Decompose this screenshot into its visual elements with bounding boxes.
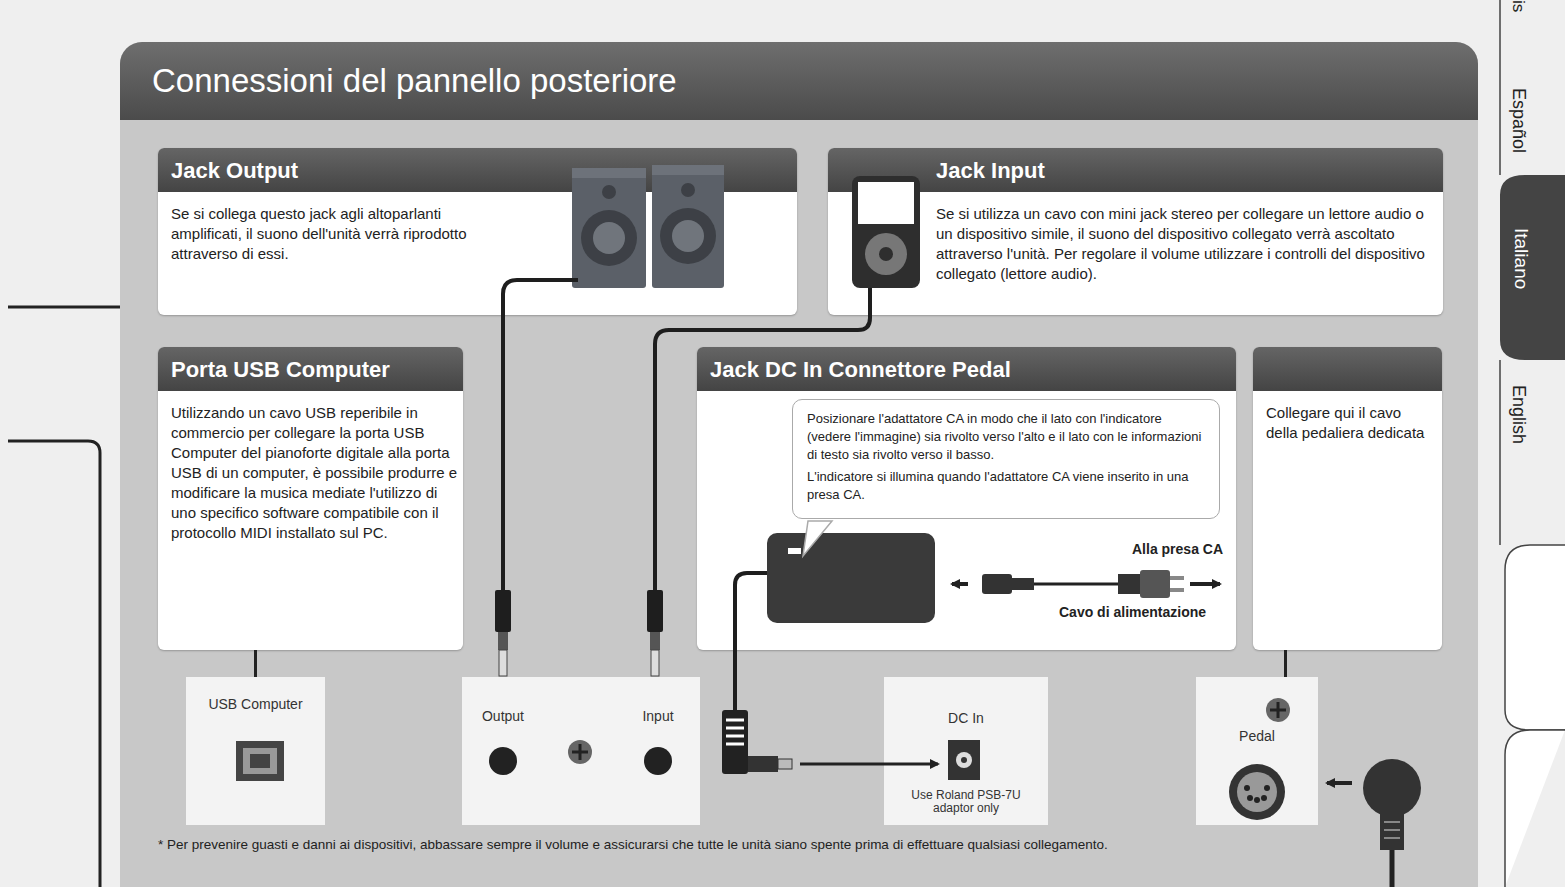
diagram-title: Connessioni del pannello posteriore: [152, 62, 677, 100]
adapter: [722, 533, 980, 780]
info-box: Jack InputSe si utilizza un cavo con min…: [828, 148, 1443, 315]
panel-label: Use Roland PSB-7U adaptor only: [898, 789, 1034, 815]
header-bar: Porta USB Computer: [158, 347, 463, 391]
pedal-connector: [1229, 698, 1421, 887]
panel-label: Pedal: [1196, 729, 1318, 744]
header-bar: Jack DC In Connettore Pedal: [697, 347, 1236, 391]
header-bar: [1253, 347, 1442, 391]
info-box: Porta USB ComputerUtilizzando un cavo US…: [158, 347, 463, 650]
leader-line: [1284, 650, 1287, 677]
callout-text: L'indicatore si illumina quando l'adatta…: [807, 468, 1205, 504]
panel-label: Input: [627, 709, 689, 724]
leader-line: [254, 650, 257, 677]
box-heading: Porta USB Computer: [158, 347, 463, 383]
box-heading: Jack Input: [828, 148, 1443, 184]
callout-text: Posizionare l'adattatore CA in modo che …: [807, 410, 1205, 464]
panel-label: USB Computer: [186, 697, 325, 712]
panel-header: Connessioni del pannello posteriore: [120, 42, 1478, 120]
box-heading: Jack DC In Connettore Pedal: [697, 347, 1236, 383]
callout-bubble: Posizionare l'adattatore CA in modo che …: [792, 399, 1220, 519]
box-body: Utilizzando un cavo USB reperibile in co…: [158, 391, 474, 553]
plugs: [495, 590, 663, 676]
language-tab: Español: [1508, 88, 1529, 153]
box-heading: Jack Output: [158, 148, 797, 184]
language-tab: English: [1508, 385, 1529, 444]
box-body: Se si utilizza un cavo con mini jack ste…: [923, 192, 1449, 294]
panel-label: DC In: [884, 711, 1048, 726]
power-cord: [952, 570, 1220, 598]
header-bar: Jack Input: [828, 148, 1443, 192]
cable-label: Cavo di alimentazione: [1057, 604, 1208, 620]
info-box: Collegare qui il cavo della pedaliera de…: [1253, 347, 1442, 650]
box-body: Se si collega questo jack agli altoparla…: [158, 192, 504, 274]
language-tab: Italiano: [1510, 228, 1532, 289]
footnote: * Per prevenire guasti e danni ai dispos…: [158, 837, 1458, 852]
cable-label: Alla presa CA: [1130, 541, 1225, 557]
audio-player: [852, 176, 920, 288]
panel-label: Output: [472, 709, 534, 724]
speakers: [572, 165, 724, 288]
box-body: Collegare qui il cavo della pedaliera de…: [1253, 391, 1439, 453]
jacks: [236, 740, 672, 781]
language-tab: is: [1508, 0, 1528, 12]
